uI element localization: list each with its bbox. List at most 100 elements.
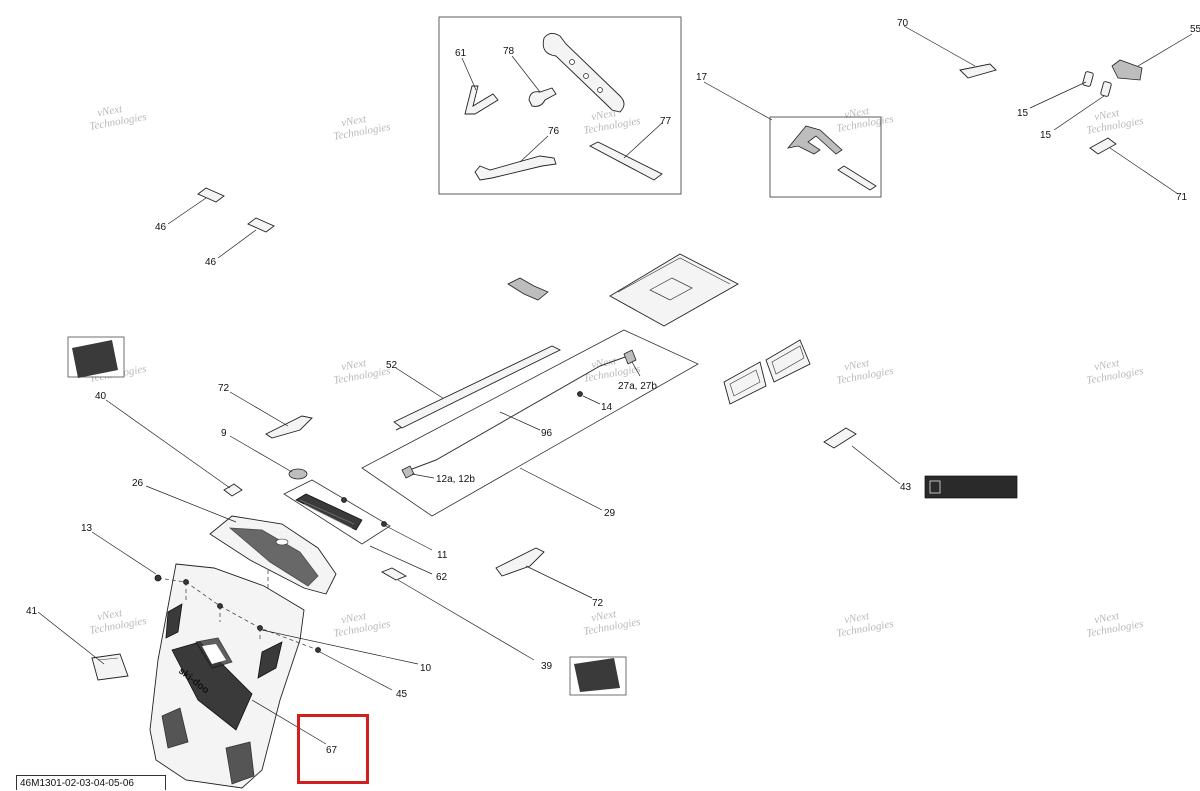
- callout-12[interactable]: 12a, 12b: [436, 474, 475, 485]
- strap-kit-group: 17: [696, 72, 882, 198]
- callout-76[interactable]: 76: [548, 126, 560, 137]
- cargo-plate-part: [609, 253, 739, 327]
- decals-right-middle: 43: [723, 339, 1018, 499]
- watermark: vNext: [1093, 357, 1121, 373]
- callout-43[interactable]: 43: [900, 482, 912, 493]
- callout-13[interactable]: 13: [81, 523, 93, 534]
- callout-55[interactable]: 55: [1190, 24, 1200, 35]
- hood-vent-right: [257, 641, 283, 679]
- callout-71[interactable]: 71: [1176, 192, 1188, 203]
- strap-part: [837, 165, 877, 191]
- bracket-55-part: [1111, 59, 1143, 81]
- callout-70[interactable]: 70: [897, 18, 909, 29]
- watermark: vNext: [96, 103, 124, 119]
- hood-logo-panel: [171, 641, 253, 731]
- watermark: vNext: [590, 107, 618, 123]
- callout-72a[interactable]: 72: [218, 383, 230, 394]
- callout-78[interactable]: 78: [503, 46, 515, 57]
- watermark: vNext: [340, 610, 368, 626]
- nut-14-part: [577, 391, 583, 397]
- decal-46a-part: [197, 187, 225, 203]
- center-top-parts: [507, 253, 739, 327]
- callout-72b[interactable]: 72: [592, 598, 604, 609]
- handle-group: 41: [26, 606, 129, 681]
- callout-17[interactable]: 17: [696, 72, 708, 83]
- decal-39-part: [380, 567, 408, 581]
- tool-kit-group: 61 78 76 77: [438, 16, 682, 195]
- decal-40-part: [223, 483, 243, 497]
- watermark: vNext: [340, 113, 368, 129]
- callout-40[interactable]: 40: [95, 391, 107, 402]
- warning-label-left: [67, 336, 125, 378]
- callout-77[interactable]: 77: [660, 116, 672, 127]
- callout-9[interactable]: 9: [221, 428, 227, 439]
- callout-15a[interactable]: 15: [1017, 108, 1029, 119]
- lower-center-parts: 72 39: [380, 547, 627, 696]
- callout-15b[interactable]: 15: [1040, 130, 1052, 141]
- top-right-parts: 70 55 15 15 71: [897, 18, 1200, 203]
- clip-15b-part: [1100, 81, 1112, 97]
- drawing-reference: 46M1301-02-03-04-05-06: [16, 775, 166, 790]
- decals-46: 46 46: [155, 187, 275, 268]
- small-bracket-part: [507, 277, 549, 301]
- decal-71-part: [1089, 137, 1117, 155]
- watermark: vNext: [843, 357, 871, 373]
- callout-62[interactable]: 62: [436, 572, 448, 583]
- callout-52[interactable]: 52: [386, 360, 398, 371]
- callout-61[interactable]: 61: [455, 48, 467, 59]
- callout-46a[interactable]: 46: [155, 222, 167, 233]
- decal-46b-part: [247, 217, 275, 233]
- hood-vent-left: [165, 603, 183, 639]
- callout-10[interactable]: 10: [420, 663, 432, 674]
- decal-70-part: [959, 63, 997, 79]
- callout-46b[interactable]: 46: [205, 257, 217, 268]
- ce-label-part: [924, 475, 1018, 499]
- tool-strap-part: [589, 141, 663, 181]
- decal-panel-a-part: [765, 339, 811, 383]
- screw-part: [341, 497, 347, 503]
- callout-14[interactable]: 14: [601, 402, 613, 413]
- watermark: vNext: [1093, 610, 1121, 626]
- grille-frame: [283, 479, 391, 545]
- hook-tool-part: [528, 87, 557, 107]
- callout-29[interactable]: 29: [604, 508, 616, 519]
- callout-27[interactable]: 27a, 27b: [618, 381, 657, 392]
- callout-41[interactable]: 41: [26, 606, 38, 617]
- watermark: vNext: [590, 608, 618, 624]
- grille-group: 11 62: [283, 479, 448, 583]
- callout-45[interactable]: 45: [396, 689, 408, 700]
- selection-highlight-box: [297, 714, 369, 784]
- console-group: 26: [132, 478, 337, 608]
- decal-72b-part: [495, 547, 545, 577]
- washer-9-part: [288, 468, 308, 480]
- grille-62-part: [295, 493, 363, 531]
- watermark: vNext: [340, 357, 368, 373]
- rail-52-part: [393, 345, 562, 429]
- callout-67[interactable]: 67: [326, 745, 338, 756]
- watermark: vNext: [96, 607, 124, 623]
- clip-15a-part: [1082, 71, 1094, 87]
- tool-kit-frame: [438, 16, 682, 195]
- watermark: vNext: [1093, 107, 1121, 123]
- callout-11[interactable]: 11: [437, 550, 448, 561]
- callout-26[interactable]: 26: [132, 478, 144, 489]
- spanner-wrench-part: [542, 33, 625, 113]
- callout-39[interactable]: 39: [541, 661, 553, 672]
- strap-clip-part: [786, 125, 843, 155]
- callout-96[interactable]: 96: [541, 428, 553, 439]
- watermark: vNext: [843, 610, 871, 626]
- decal-43-small-part: [823, 427, 857, 449]
- cable-clip-part: [623, 349, 637, 365]
- wrench-part: [474, 155, 557, 181]
- cable-group-frame: [361, 329, 699, 517]
- cable-end-part: [401, 465, 415, 479]
- left-middle-parts: 72 40 9: [95, 383, 313, 497]
- hex-key-part: [464, 85, 499, 115]
- decal-panel-b-part: [723, 361, 767, 405]
- hood-group: ski-doo 13 10 45 67: [81, 523, 432, 789]
- handle-41-part: [91, 653, 129, 681]
- decal-72a-part: [265, 415, 313, 439]
- strap-kit-frame: [769, 116, 882, 198]
